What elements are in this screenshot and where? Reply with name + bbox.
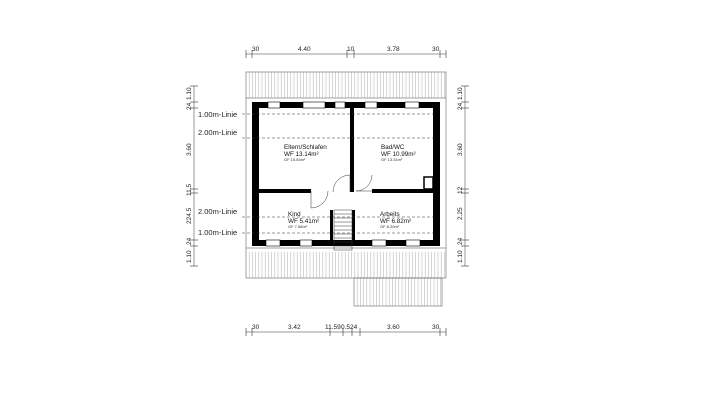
dimension-label: 30: [252, 46, 260, 53]
window: [267, 101, 281, 109]
dimension-label: 1.10: [457, 87, 464, 100]
room-name: Bad/WC: [381, 144, 405, 151]
window: [334, 101, 346, 109]
window: [405, 239, 421, 247]
roof-bottom-strip: [245, 247, 447, 279]
dimension-label: 10: [347, 46, 355, 53]
window: [265, 239, 281, 247]
windows: [265, 101, 421, 247]
dimension-label: 1.10: [186, 250, 193, 263]
dimension-label: 0.5: [341, 324, 350, 331]
wall-interior-upper: [350, 108, 354, 192]
window: [371, 239, 387, 247]
wall-north: [252, 102, 440, 108]
wall-stair-right: [352, 210, 355, 240]
room-wf: WF 13.14m²: [284, 151, 319, 158]
height-line-label: 2.00m-Linie: [198, 128, 237, 137]
dimension-label: 224.5: [186, 207, 193, 224]
dimension-label: 3.42: [288, 324, 301, 331]
wall-mid-right: [372, 189, 433, 193]
room-gf: GF 15.84m²: [284, 157, 306, 162]
roof-top-strip: [245, 71, 447, 99]
dimension-label: 1.10: [186, 87, 193, 100]
room-wf: WF 5.41m²: [288, 218, 319, 225]
dimension-label: 30: [432, 46, 440, 53]
door-eltern: [332, 174, 351, 193]
staircase: [333, 209, 353, 251]
dimension-chain-right: 1.10 24 3.60 12 2.25 24 1.10: [457, 85, 469, 267]
dimension-label: 1.10: [457, 250, 464, 263]
dimension-label: 12: [457, 186, 464, 194]
window: [299, 239, 313, 247]
wall-mid-left: [259, 189, 311, 193]
dimension-label: 4.40: [298, 46, 311, 53]
dimension-chain-left: 1.10 24 3.60 11.5 224.5 24 1.10: [186, 85, 198, 267]
dimension-label: 30: [432, 324, 440, 331]
room-wf: WF 10.99m²: [381, 151, 416, 158]
door-kind: [310, 190, 329, 209]
dimension-label: 3.60: [387, 324, 400, 331]
window: [404, 101, 420, 109]
window: [364, 101, 378, 109]
room-gf: GF 7.68m²: [288, 224, 308, 229]
room-labels: Eltern/Schlafen WF 13.14m² GF 15.84m² Ba…: [284, 144, 416, 229]
dimension-label: 24: [457, 237, 464, 245]
door-bad: [355, 174, 373, 192]
dimension-label: 3.60: [457, 143, 464, 156]
room-gf: GF 13.31m²: [381, 157, 403, 162]
dimension-chain-bottom: 30 3.42 11.59 0.5 24 3.60 30: [245, 324, 447, 336]
room-wf: WF 6.82m²: [380, 218, 411, 225]
dimension-label: 11.59: [325, 324, 341, 331]
dimension-label: 24: [186, 102, 193, 110]
roof-extension: [353, 277, 443, 307]
window: [302, 101, 326, 109]
chimney: [423, 176, 434, 190]
wall-east: [433, 102, 440, 246]
room-name: Kind: [288, 211, 301, 218]
dimension-label: 2.25: [457, 207, 464, 220]
height-line-label: 1.00m-Linie: [198, 228, 237, 237]
wall-west: [252, 102, 259, 246]
walls: [252, 102, 440, 246]
dimension-label: 3.78: [387, 46, 400, 53]
dimension-label: 24: [457, 102, 464, 110]
wall-south: [252, 240, 440, 246]
dimension-label: 24: [350, 324, 358, 331]
dimension-label: 24: [186, 237, 193, 245]
roof-hatching: [245, 71, 447, 307]
dimension-label: 30: [252, 324, 260, 331]
doors: [310, 174, 373, 209]
height-line-label: 1.00m-Linie: [198, 110, 237, 119]
dimension-label: 11.5: [186, 183, 193, 196]
room-name: Arbeits: [380, 211, 400, 218]
dimension-chain-top: 30 4.40 10 3.78 30: [245, 46, 447, 58]
room-name: Eltern/Schlafen: [284, 144, 327, 151]
height-line-label: 2.00m-Linie: [198, 207, 237, 216]
room-gf: GF 8.20m²: [380, 224, 400, 229]
wall-stair-left: [330, 210, 333, 240]
dimension-label: 3.60: [186, 143, 193, 156]
height-lines: 1.00m-Linie 2.00m-Linie 2.00m-Linie 1.00…: [198, 110, 433, 237]
